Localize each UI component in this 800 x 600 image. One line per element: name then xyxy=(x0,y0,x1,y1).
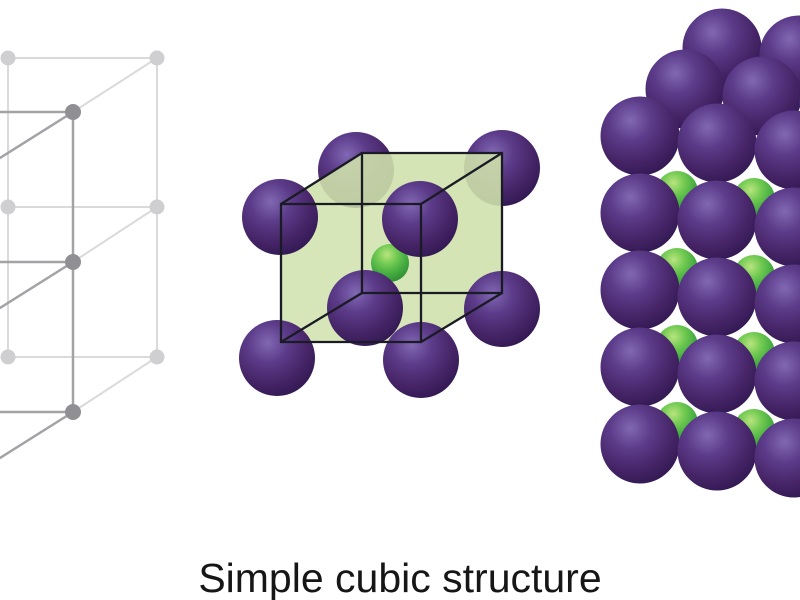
purple-atom xyxy=(754,187,800,267)
purple-atom xyxy=(600,327,680,407)
lattice-line-back xyxy=(72,206,158,263)
purple-atom xyxy=(754,264,800,344)
purple-atom xyxy=(754,418,800,498)
lattice-node-front xyxy=(65,254,81,270)
cube-top-face xyxy=(281,153,502,204)
lattice-node-front xyxy=(65,404,81,420)
purple-atom xyxy=(677,180,757,260)
lattice-node-back xyxy=(149,199,165,215)
purple-atom xyxy=(464,271,540,347)
purple-atom xyxy=(600,173,680,253)
unit-cell-panel xyxy=(239,130,540,398)
lattice-panel xyxy=(0,50,165,460)
cube-edge xyxy=(279,291,364,344)
cube-edge xyxy=(279,151,364,206)
crystal-model-panel xyxy=(600,8,800,498)
purple-atom xyxy=(600,96,680,176)
lattice-line-front xyxy=(0,110,75,160)
lattice-node-back xyxy=(0,349,16,365)
lattice-line-back xyxy=(72,57,158,113)
purple-atom xyxy=(677,334,757,414)
purple-atom xyxy=(677,103,757,183)
purple-atom xyxy=(600,250,680,330)
purple-atom xyxy=(327,270,403,346)
green-center-atom xyxy=(371,244,409,282)
lattice-node-back xyxy=(149,349,165,365)
figure-caption: Simple cubic structure xyxy=(198,555,602,600)
cube-edge xyxy=(419,291,504,344)
lattice-node-back xyxy=(0,50,16,66)
purple-atom xyxy=(239,320,315,396)
lattice-line-back xyxy=(72,356,158,413)
cube-edge xyxy=(419,151,504,206)
lattice-node-back xyxy=(0,199,16,215)
purple-atom xyxy=(600,404,680,484)
lattice-line-front xyxy=(0,260,75,310)
purple-atom xyxy=(754,341,800,421)
purple-atom xyxy=(754,110,800,190)
purple-atom xyxy=(677,257,757,337)
lattice-node-front xyxy=(65,104,81,120)
purple-atom xyxy=(677,411,757,491)
lattice-line-front xyxy=(0,410,75,460)
lattice-node-back xyxy=(149,50,165,66)
